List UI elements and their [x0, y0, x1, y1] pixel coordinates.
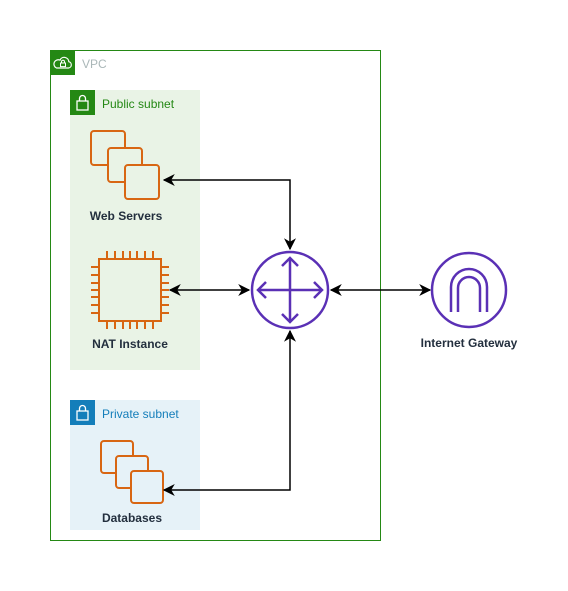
- nat-instance-label: NAT Instance: [92, 337, 168, 351]
- public-subnet-group: Public subnet: [70, 90, 200, 370]
- ec2-instances-icon: [90, 130, 160, 200]
- private-subnet-lock-icon: [70, 400, 95, 425]
- public-subnet-label: Public subnet: [102, 97, 175, 111]
- web-servers-label: Web Servers: [90, 209, 163, 223]
- router-icon: [250, 250, 330, 330]
- vpc-icon: [50, 50, 75, 75]
- public-subnet-lock-icon: [70, 90, 95, 115]
- nat-instance-node[interactable]: NAT Instance: [91, 251, 169, 351]
- internet-gateway-node[interactable]: Internet Gateway: [421, 251, 518, 350]
- db-instances-icon: [100, 440, 164, 504]
- web-servers-node[interactable]: Web Servers: [90, 130, 163, 223]
- private-subnet-label: Private subnet: [102, 407, 179, 421]
- public-subnet-area: [70, 90, 200, 370]
- internet-gateway-icon: [430, 251, 508, 329]
- router-node[interactable]: [250, 250, 330, 330]
- internet-gateway-label: Internet Gateway: [421, 336, 518, 350]
- databases-node[interactable]: Databases: [100, 440, 164, 525]
- edges: [162, 174, 432, 496]
- edge-router-databases: [162, 329, 296, 496]
- edge-router-web-servers: [162, 174, 296, 251]
- databases-label: Databases: [102, 511, 162, 525]
- vpc-label: VPC: [82, 57, 107, 71]
- chip-icon: [91, 251, 169, 329]
